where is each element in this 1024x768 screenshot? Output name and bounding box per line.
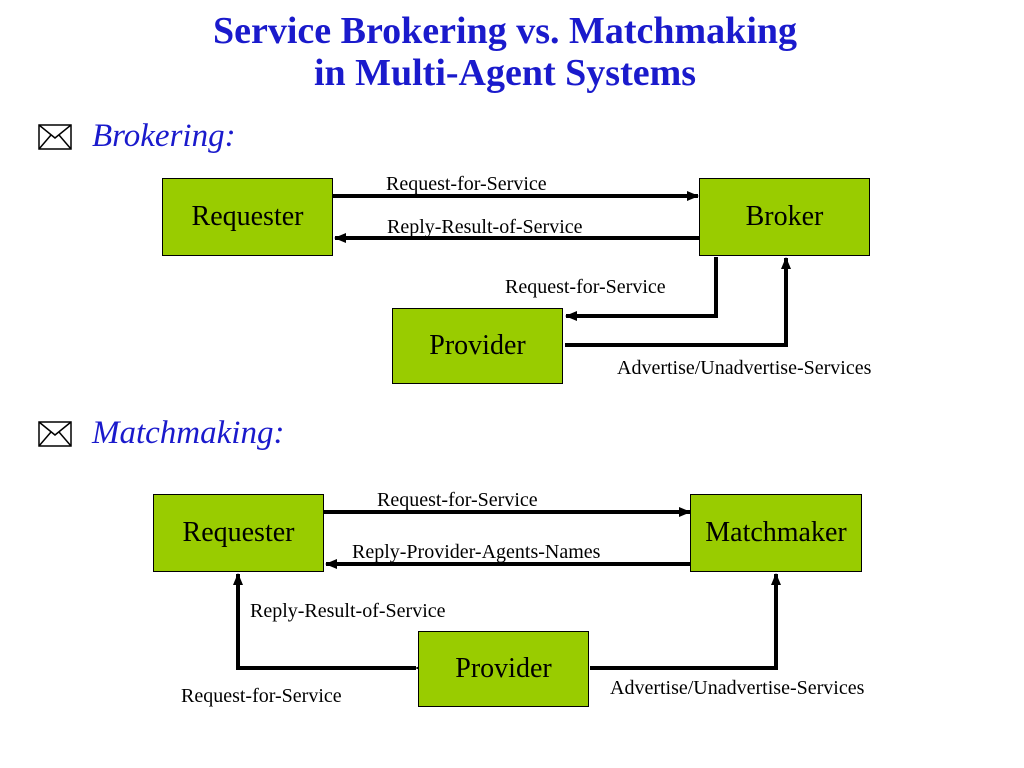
brokering-arrow-broker-to-provider: [565, 257, 718, 321]
matchmaking-label-advertise: Advertise/Unadvertise-Services: [610, 677, 865, 699]
envelope-icon: [38, 123, 72, 150]
matchmaking-requester-node: Requester: [153, 494, 324, 572]
brokering-provider-label: Provider: [429, 330, 526, 361]
brokering-broker-node: Broker: [699, 178, 870, 256]
matchmaking-heading: Matchmaking:: [38, 415, 284, 452]
matchmaking-label-reply-result: Reply-Result-of-Service: [250, 600, 446, 622]
brokering-label-reply: Reply-Result-of-Service: [387, 216, 583, 238]
matchmaking-provider-node: Provider: [418, 631, 589, 707]
brokering-heading: Brokering:: [38, 118, 236, 155]
brokering-heading-label: Brokering:: [92, 118, 236, 154]
matchmaking-label-request-provider: Request-for-Service: [181, 685, 342, 707]
brokering-label-broker-to-provider: Request-for-Service: [505, 276, 666, 298]
title-line-2: in Multi-Agent Systems: [313, 52, 697, 94]
matchmaking-heading-label: Matchmaking:: [92, 415, 285, 451]
brokering-label-advertise: Advertise/Unadvertise-Services: [617, 357, 872, 379]
brokering-requester-node: Requester: [162, 178, 333, 256]
slide-title: Service Brokering vs. Matchmaking in Mul…: [0, 10, 1010, 94]
matchmaking-matchmaker-node: Matchmaker: [690, 494, 862, 572]
matchmaking-label-reply-names: Reply-Provider-Agents-Names: [352, 541, 601, 563]
title-line-1: Service Brokering vs. Matchmaking: [212, 10, 798, 52]
matchmaking-arrow-provider-requester: [233, 573, 427, 673]
matchmaking-arrow-provider-to-matchmaker: [590, 573, 781, 670]
brokering-arrow-provider-to-broker: [565, 257, 791, 347]
matchmaking-matchmaker-label: Matchmaker: [705, 517, 847, 548]
matchmaking-requester-label: Requester: [182, 517, 295, 548]
envelope-icon: [38, 420, 72, 447]
brokering-broker-label: Broker: [745, 201, 824, 232]
brokering-label-request: Request-for-Service: [386, 173, 547, 195]
brokering-provider-node: Provider: [392, 308, 563, 384]
matchmaking-label-request: Request-for-Service: [377, 489, 538, 511]
brokering-requester-label: Requester: [191, 201, 304, 232]
matchmaking-provider-label: Provider: [455, 653, 552, 684]
